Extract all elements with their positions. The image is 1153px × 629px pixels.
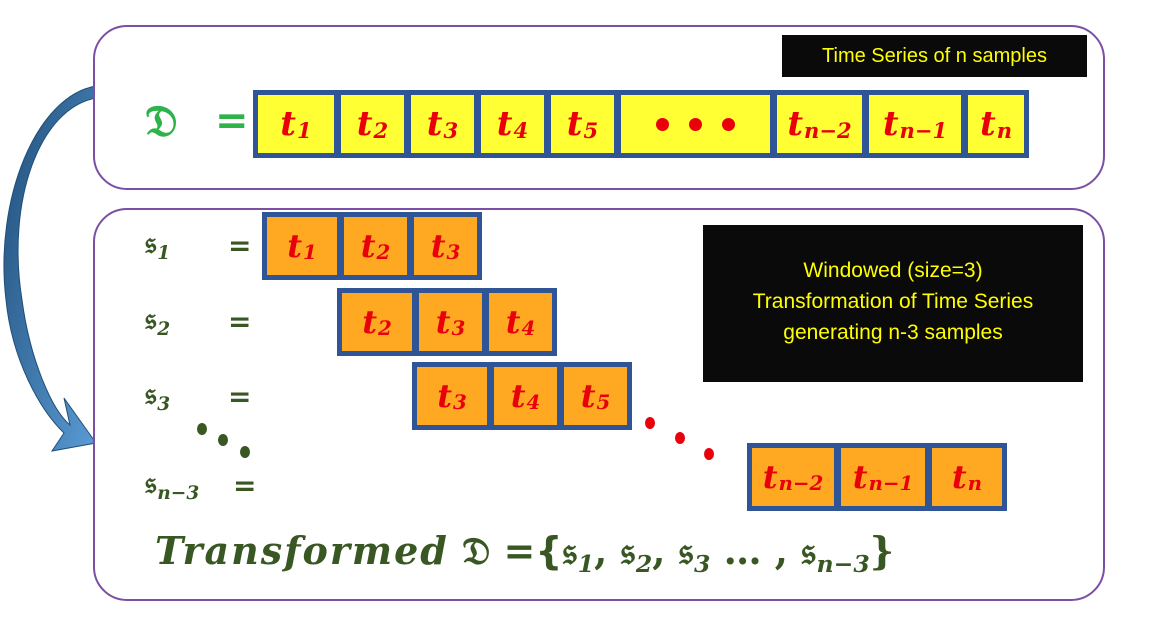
formula-sn: 𝔰n−3: [801, 528, 870, 578]
description-line-2: Transformation of Time Series: [752, 290, 1034, 313]
ellipsis-dot: [722, 117, 735, 131]
ellipsis-dot: [689, 117, 702, 131]
sample-label-3: 𝔰3: [145, 377, 171, 415]
sample-equals-1: =: [228, 229, 252, 262]
label-ellipsis-dot: [240, 446, 250, 458]
sample-label-2: 𝔰2: [145, 302, 171, 340]
formula-s3: 𝔰3: [678, 528, 711, 578]
label-ellipsis-dot: [218, 434, 228, 446]
sample-label-n-minus-3: 𝔰n−3: [145, 466, 200, 504]
formula-s2: 𝔰2: [620, 528, 653, 578]
ts-ellipsis-cell: [621, 95, 770, 153]
formula-symbol: 𝔇: [462, 528, 491, 573]
time-series-title: Time Series of n samples: [782, 35, 1087, 77]
window-ellipsis-dot: [675, 432, 685, 444]
window-ellipsis-dot: [645, 417, 655, 429]
formula-s1: 𝔰1: [562, 528, 595, 578]
sample-equals-n-minus-3: =: [233, 469, 257, 502]
dataset-equals: =: [215, 98, 249, 144]
ellipsis-dot: [656, 117, 669, 131]
window-ellipsis-dot: [704, 448, 714, 460]
formula-close: }: [869, 528, 895, 573]
sample-equals-3: =: [228, 380, 252, 413]
formula-word: Transformed: [155, 528, 449, 573]
sample-label-1: 𝔰1: [145, 226, 171, 264]
transformed-formula: Transformed 𝔇 ={𝔰1, 𝔰2, 𝔰3 … , 𝔰n−3}: [155, 528, 895, 578]
description-line-1: Windowed (size=3): [803, 259, 983, 282]
dataset-symbol: 𝔇: [145, 96, 178, 147]
label-ellipsis-dot: [197, 423, 207, 435]
transformation-description: Windowed (size=3) Transformation of Time…: [703, 225, 1083, 382]
time-series-title-text: Time Series of n samples: [822, 45, 1047, 67]
description-line-3: generating n-3 samples: [783, 321, 1003, 344]
sample-equals-2: =: [228, 305, 252, 338]
formula-open: ={: [503, 529, 563, 573]
